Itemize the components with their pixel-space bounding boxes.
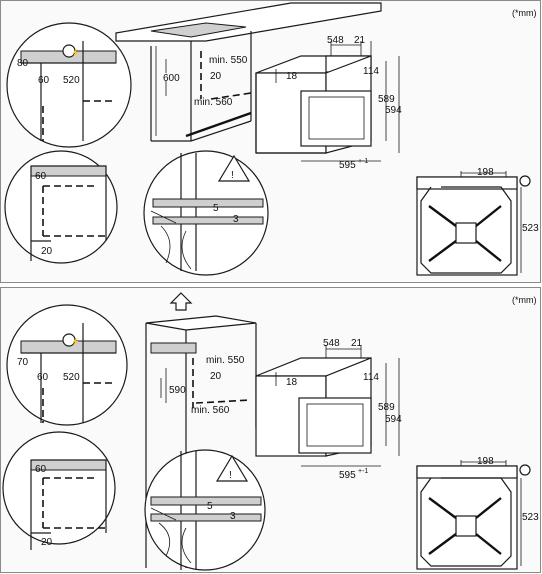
hob-width-label: 198 [477,167,494,178]
cabinet-gap-label: 20 [210,371,222,382]
oven-width-tolerance: +-1 [358,468,368,475]
oven-unit [255,345,400,467]
detail-b-dim-1: 60 [35,171,47,182]
oven-panel-label: 21 [354,35,366,46]
cabinet-height-label: 590 [169,385,186,396]
warning-icon: ! [231,170,234,181]
hob-depth-label: 523 [522,223,539,234]
cabinet-worktop [115,2,382,142]
oven-width-label: 595 [339,470,356,481]
mains-plug-icon: ⚡ [71,48,80,57]
detail-b-dim-1: 60 [35,464,47,475]
hob-unit [416,171,531,276]
hob-width-label: 198 [477,456,494,467]
detail-a-dim-3: 520 [63,75,80,86]
detail-circle-c [143,150,269,276]
hob-unit [416,460,531,570]
oven-height-b-label: 594 [385,105,402,116]
detail-c-dim-1: 5 [207,501,213,512]
detail-circle-b [4,150,118,264]
detail-circle-b [2,431,116,550]
oven-top-label: 18 [286,71,298,82]
installation-panel-column: (*mm) 590 min. 550 20 min. 560 ⚡ 70 60 5… [0,287,541,573]
cabinet-min-width-label: min. 550 [206,355,245,366]
detail-b-dim-2: 20 [41,246,53,257]
oven-depth-label: 548 [323,338,340,349]
installation-panel-under-hob: (*mm) 600 min. 550 20 min. 560 ⚡ 80 60 5… [0,0,541,283]
cabinet-height-label: 600 [163,73,180,84]
oven-top-label: 18 [286,377,298,388]
detail-a-dim-1: 70 [17,357,29,368]
oven-offset-label: 114 [363,66,379,77]
oven-width-tolerance: +-1 [358,158,368,165]
detail-circle-a [6,22,132,148]
mains-plug-icon: ⚡ [71,337,80,346]
hob-depth-label: 523 [522,512,539,523]
cabinet-gap-label: 20 [210,71,222,82]
detail-a-dim-1: 80 [17,58,29,69]
top-panel-drawing: (*mm) 600 min. 550 20 min. 560 ⚡ 80 60 5… [4,2,539,276]
unit-note: (*mm) [512,295,537,305]
detail-a-dim-2: 60 [38,75,50,86]
cabinet-min-depth-label: min. 560 [191,405,230,416]
cabinet-min-width-label: min. 550 [209,55,248,66]
oven-unit [255,41,400,162]
detail-a-dim-3: 520 [63,372,80,383]
ventilation-arrow-icon [169,292,193,311]
detail-c-dim-2: 3 [230,511,236,522]
detail-b-dim-2: 20 [41,537,53,548]
detail-c-dim-2: 3 [233,214,239,225]
oven-panel-label: 21 [351,338,363,349]
unit-note: (*mm) [512,8,537,18]
oven-height-a-label: 589 [378,94,395,105]
oven-depth-label: 548 [327,35,344,46]
detail-circle-a [6,304,128,426]
oven-width-label: 595 [339,160,356,171]
oven-offset-label: 114 [363,372,379,383]
detail-circle-c [144,449,266,571]
warning-icon: ! [229,470,232,481]
detail-c-dim-1: 5 [213,203,219,214]
oven-height-b-label: 594 [385,414,402,425]
cabinet-min-depth-label: min. 560 [194,97,233,108]
detail-a-dim-2: 60 [37,372,49,383]
bottom-panel-drawing: (*mm) 590 min. 550 20 min. 560 ⚡ 70 60 5… [2,292,539,571]
oven-height-a-label: 589 [378,402,395,413]
